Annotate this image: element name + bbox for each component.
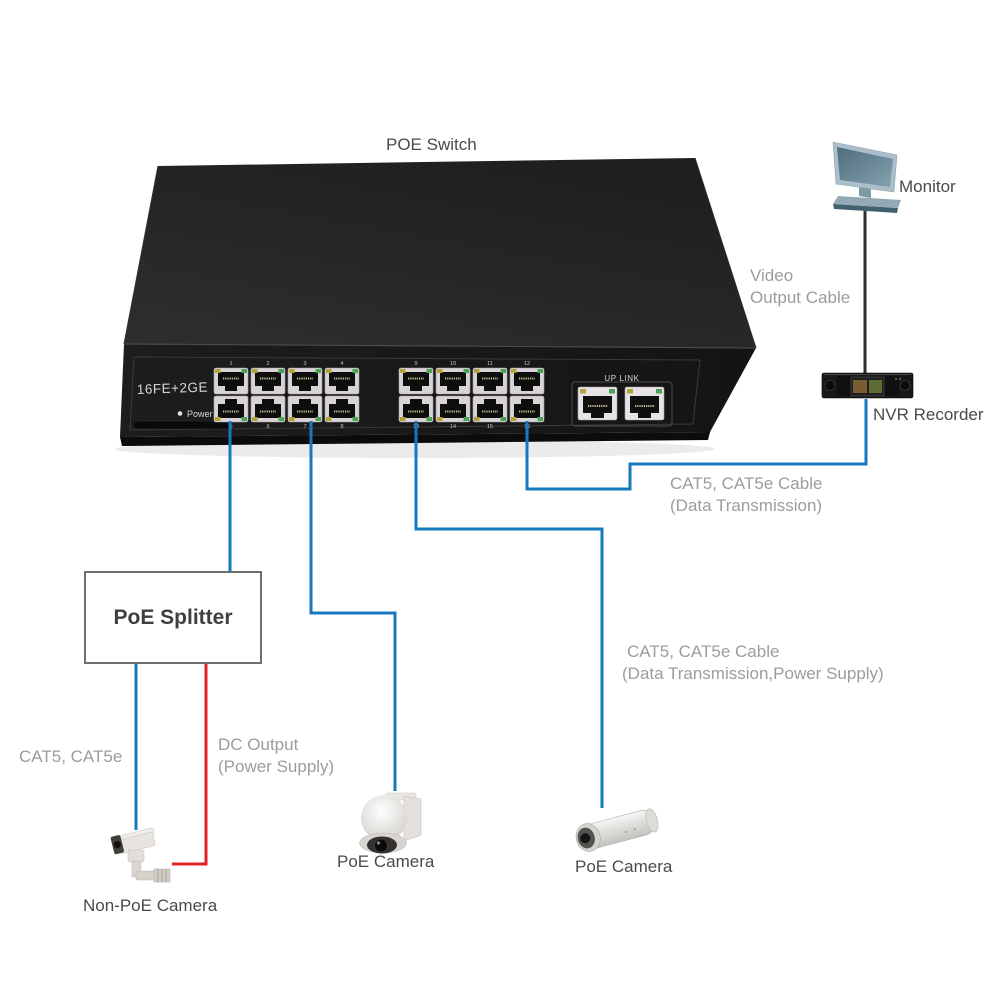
monitor-label: Monitor — [899, 177, 956, 196]
monitor-icon — [832, 141, 901, 213]
rj45-port-15 — [472, 395, 508, 423]
rj45-port-16 — [509, 395, 545, 423]
panel-recess — [129, 356, 701, 431]
rj45-port-9 — [398, 367, 434, 395]
nvr-knob-left — [824, 380, 836, 391]
rj45-port-3 — [287, 367, 323, 395]
rj45-port-11 — [472, 367, 508, 395]
video-output-cable-label: Video Output Cable — [750, 266, 851, 307]
cable-switch-to-dome-camera — [309, 421, 397, 791]
port-number-label: 11 — [487, 361, 493, 367]
switch-top-face — [124, 158, 756, 348]
port-number-label: 7 — [303, 424, 306, 430]
port-number-label: 10 — [450, 361, 456, 367]
cat5-data-cable-label: CAT5, CAT5e Cable (Data Transmission) — [670, 474, 823, 515]
port-number-label: 3 — [303, 361, 306, 367]
port-number-label: 8 — [340, 424, 343, 430]
rj45-port-1 — [213, 367, 249, 395]
rj45-port-10 — [435, 367, 471, 395]
bullet-lens — [580, 833, 591, 844]
port-number-label: 6 — [266, 424, 269, 430]
monitor-screen — [837, 147, 893, 187]
power-led — [177, 411, 183, 416]
cable-switch-to-nvr — [525, 399, 868, 491]
poe-camera-dome-icon — [359, 792, 422, 854]
rj45-port-4 — [324, 367, 360, 395]
rj45-port-13 — [398, 395, 434, 423]
non-poe-camera-icon — [110, 827, 171, 883]
dome-head — [361, 795, 407, 841]
uplink-port-1 — [577, 386, 618, 421]
cat5-left-label: CAT5, CAT5e — [19, 747, 123, 766]
dc-output-label: DC Output (Power Supply) — [218, 735, 335, 776]
uplink-label: UP LINK — [604, 374, 639, 383]
uplink-port-2 — [624, 386, 665, 421]
port-number-label: 9 — [414, 361, 417, 367]
rj45-port-8 — [324, 395, 360, 423]
poe-camera-bullet-label: PoE Camera — [575, 857, 673, 876]
non-poe-camera-label: Non-PoE Camera — [83, 896, 218, 915]
rj45-port-2 — [250, 367, 286, 395]
port-number-label: 15 — [487, 424, 493, 430]
rj45-port-12 — [509, 367, 545, 395]
poe-splitter-label: PoE Splitter — [113, 605, 233, 629]
rj45-port-7 — [287, 395, 323, 423]
cable-switch-to-bullet-camera — [414, 421, 604, 808]
port-number-label: 2 — [266, 361, 269, 367]
cat5-data-power-cable-label: CAT5, CAT5e Cable (Data Transmission,Pow… — [622, 642, 884, 683]
rj45-port-14 — [435, 395, 471, 423]
page-title: POE Switch — [386, 135, 477, 154]
power-label: Power — [187, 409, 213, 419]
uplink-ports — [571, 381, 673, 427]
cable-splitter-to-camera-power — [172, 662, 208, 866]
poe-camera-bullet-icon — [575, 808, 659, 852]
nvr-knob-right — [899, 380, 911, 391]
poe-splitter-box: PoE Splitter — [84, 571, 262, 664]
port-number-label: 1 — [229, 361, 232, 367]
port-number-label: 12 — [524, 361, 530, 367]
rj45-port-6 — [250, 395, 286, 423]
poe-camera-dome-label: PoE Camera — [337, 852, 435, 871]
poe-switch-device: 16FE+2GE Power UP LINK — [115, 157, 757, 458]
nvr-recorder-icon — [821, 372, 914, 399]
switch-model-label: 16FE+2GE — [137, 380, 209, 397]
vent-slot — [132, 420, 234, 430]
nvr-recorder-label: NVR Recorder — [873, 405, 984, 424]
rj45-port-5 — [213, 395, 249, 423]
port-number-label: 4 — [340, 361, 343, 367]
port-number-label: 14 — [450, 424, 456, 430]
